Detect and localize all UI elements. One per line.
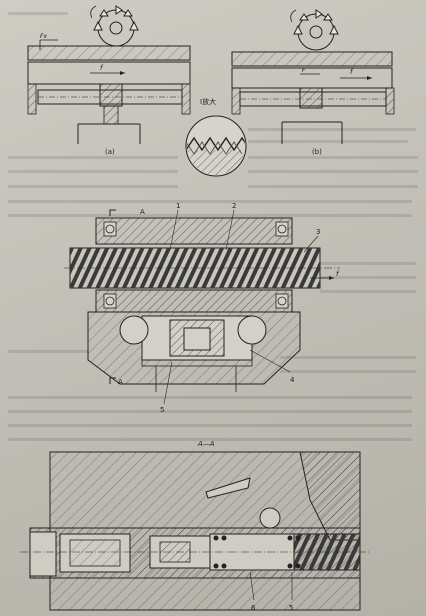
part-label-3: 3 xyxy=(316,228,320,236)
section-mark-bottom: A xyxy=(118,378,123,386)
faint-text-line xyxy=(8,185,178,188)
faint-text-line xyxy=(320,262,416,265)
force-label-feed-b: f xyxy=(350,68,354,76)
force-label-fr: F xyxy=(302,67,306,74)
part-label-6: 6 xyxy=(251,604,256,612)
force-label-feed-mid: f xyxy=(336,270,340,278)
faint-text-line xyxy=(8,200,412,203)
faint-text-line xyxy=(8,214,412,217)
faint-text-line xyxy=(8,156,178,159)
faint-text-line xyxy=(248,170,418,173)
part-label-4: 4 xyxy=(290,376,295,384)
faint-text-line xyxy=(8,438,412,441)
faint-text-line xyxy=(248,185,418,188)
ballscrew-nut-assembly-drawing xyxy=(64,209,340,405)
part-label-2: 2 xyxy=(232,202,236,210)
caption-detail: I放大 xyxy=(200,97,216,106)
figure-b-milling-diagram xyxy=(231,9,395,144)
figure-a-milling-diagram xyxy=(27,5,191,144)
part-label-1: 1 xyxy=(176,202,180,210)
faint-text-line xyxy=(8,12,68,15)
part-label-5-bottom: 5 xyxy=(289,604,293,612)
force-label-feed: f xyxy=(100,64,104,72)
faint-text-line xyxy=(248,156,418,159)
faint-text-line xyxy=(8,396,412,399)
caption-b: (b) xyxy=(312,148,322,156)
detail-i-enlarged xyxy=(185,115,247,177)
section-a-a-drawing xyxy=(20,451,370,611)
faint-text-line xyxy=(280,356,416,359)
part-label-5: 5 xyxy=(160,406,164,414)
force-label-fx: Fx xyxy=(40,33,47,40)
faint-text-line xyxy=(8,410,412,413)
section-mark-top: A xyxy=(140,208,145,216)
faint-text-line xyxy=(248,128,416,131)
faint-text-line xyxy=(8,170,178,173)
faint-text-line xyxy=(8,424,412,427)
section-title-a-a: A—A xyxy=(197,440,215,448)
faint-text-line xyxy=(8,350,88,353)
faint-text-line xyxy=(320,276,416,279)
faint-text-line xyxy=(280,370,416,373)
faint-text-line xyxy=(320,290,416,293)
caption-a: (a) xyxy=(105,148,115,156)
faint-text-line xyxy=(248,140,408,143)
